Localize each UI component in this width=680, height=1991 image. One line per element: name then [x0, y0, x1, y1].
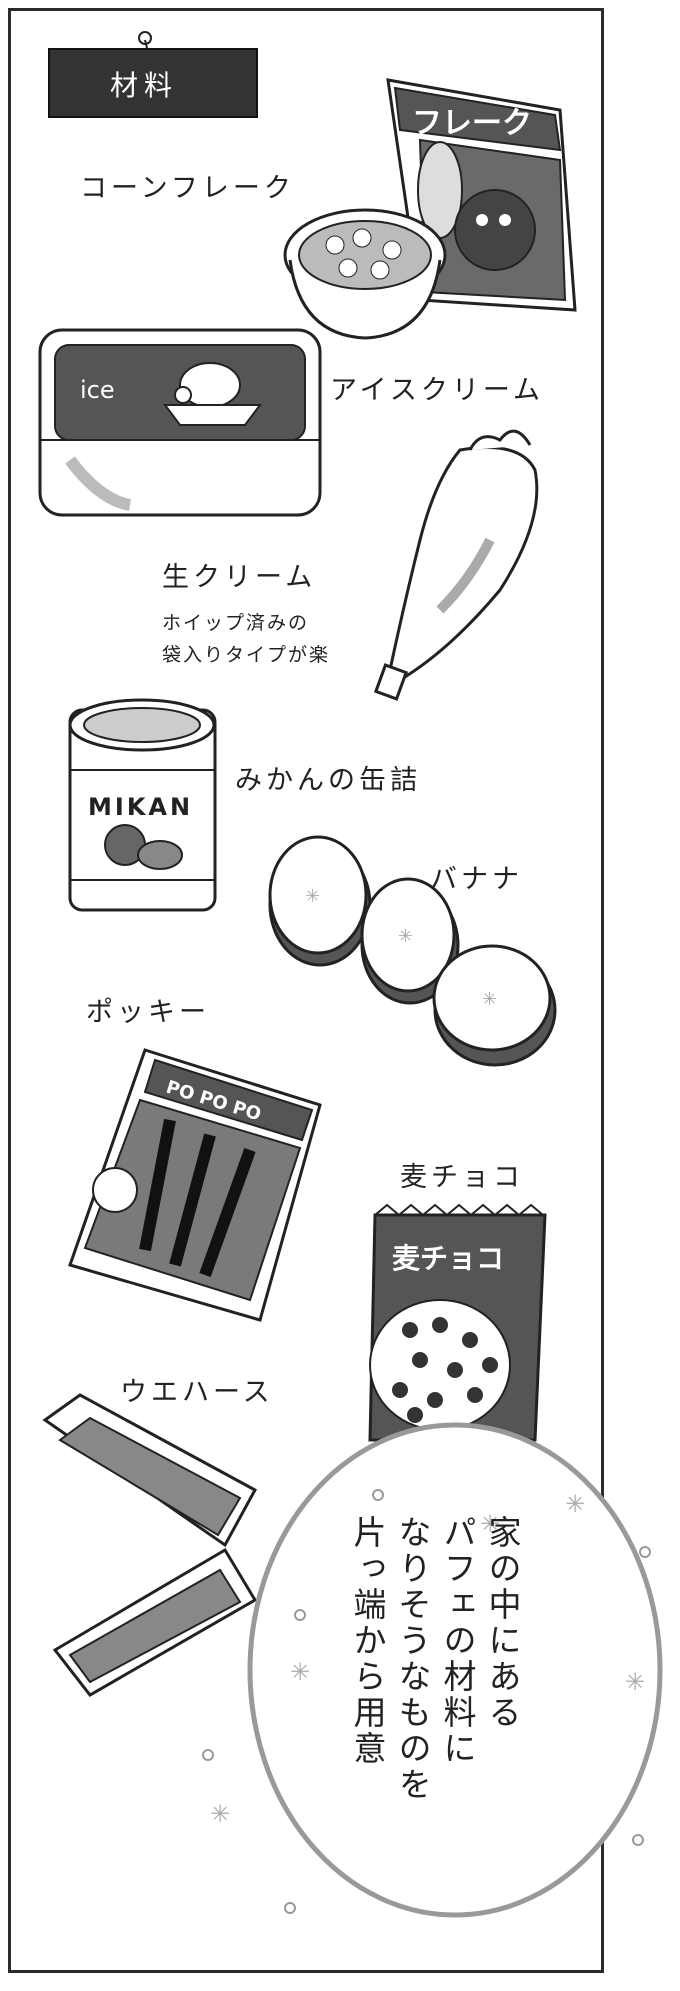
note-line-1: 家の中にある — [483, 1515, 522, 1731]
svg-text:✳: ✳ — [482, 989, 497, 1010]
mikan-can-illustration — [68, 698, 217, 912]
sparkle-decorations: ✳ ✳ ✳ ✳ ✳ — [210, 1490, 645, 1828]
icecream-tub-illustration — [38, 328, 322, 517]
mugichoco-bag-text: 麦チョコ — [392, 1242, 504, 1275]
wafer-illustration — [42, 1393, 258, 1697]
banana-slices-illustration: ✳ ✳ ✳ — [268, 835, 557, 1067]
note-line-3: なりそうなものを — [393, 1515, 432, 1803]
svg-text:✳: ✳ — [305, 886, 320, 907]
note-text: 家の中にある パフェの材料に なりそうなものを 片っ端から用意 — [340, 1515, 530, 1815]
mikan-can-text: MIKAN — [88, 793, 193, 821]
note-line-4: 片っ端から用意 — [348, 1515, 387, 1767]
svg-text:✳: ✳ — [398, 926, 413, 947]
label-mikan: みかんの缶詰 — [235, 765, 421, 796]
section-tag: 材料 — [48, 48, 258, 118]
label-cream: 生クリーム — [162, 562, 317, 593]
dot-decorations — [202, 1489, 651, 1914]
note-line-2: パフェの材料に — [438, 1515, 477, 1767]
svg-text:✳: ✳ — [290, 1658, 310, 1686]
panel-frame — [8, 8, 604, 1973]
label-mugichoco: 麦チョコ — [400, 1162, 524, 1193]
label-banana: バナナ — [430, 864, 523, 895]
svg-text:✳: ✳ — [210, 1800, 230, 1828]
svg-text:✳: ✳ — [480, 1510, 500, 1538]
cornflakes-box-text: フレーク — [412, 106, 532, 141]
section-tag-label: 材料 — [110, 69, 179, 102]
label-wafer: ウエハース — [120, 1377, 274, 1408]
mugichoco-bag-illustration — [368, 1203, 547, 1442]
label-icecream: アイスクリーム — [330, 375, 545, 406]
cornflakes-bowl-illustration — [283, 208, 447, 340]
label-pocky: ポッキー — [86, 997, 210, 1028]
svg-text:✳: ✳ — [625, 1668, 645, 1696]
note-balloon — [247, 1422, 663, 1918]
label-cornflakes: コーンフレーク — [80, 173, 295, 204]
icecream-tub-text: ice — [80, 376, 115, 404]
label-cream-note-2: 袋入りタイプが楽 — [162, 644, 331, 666]
pocky-box-illustration — [68, 1048, 322, 1322]
svg-text:✳: ✳ — [565, 1490, 585, 1518]
piping-bag-illustration — [373, 429, 539, 701]
label-cream-note-1: ホイップ済みの — [162, 612, 310, 634]
